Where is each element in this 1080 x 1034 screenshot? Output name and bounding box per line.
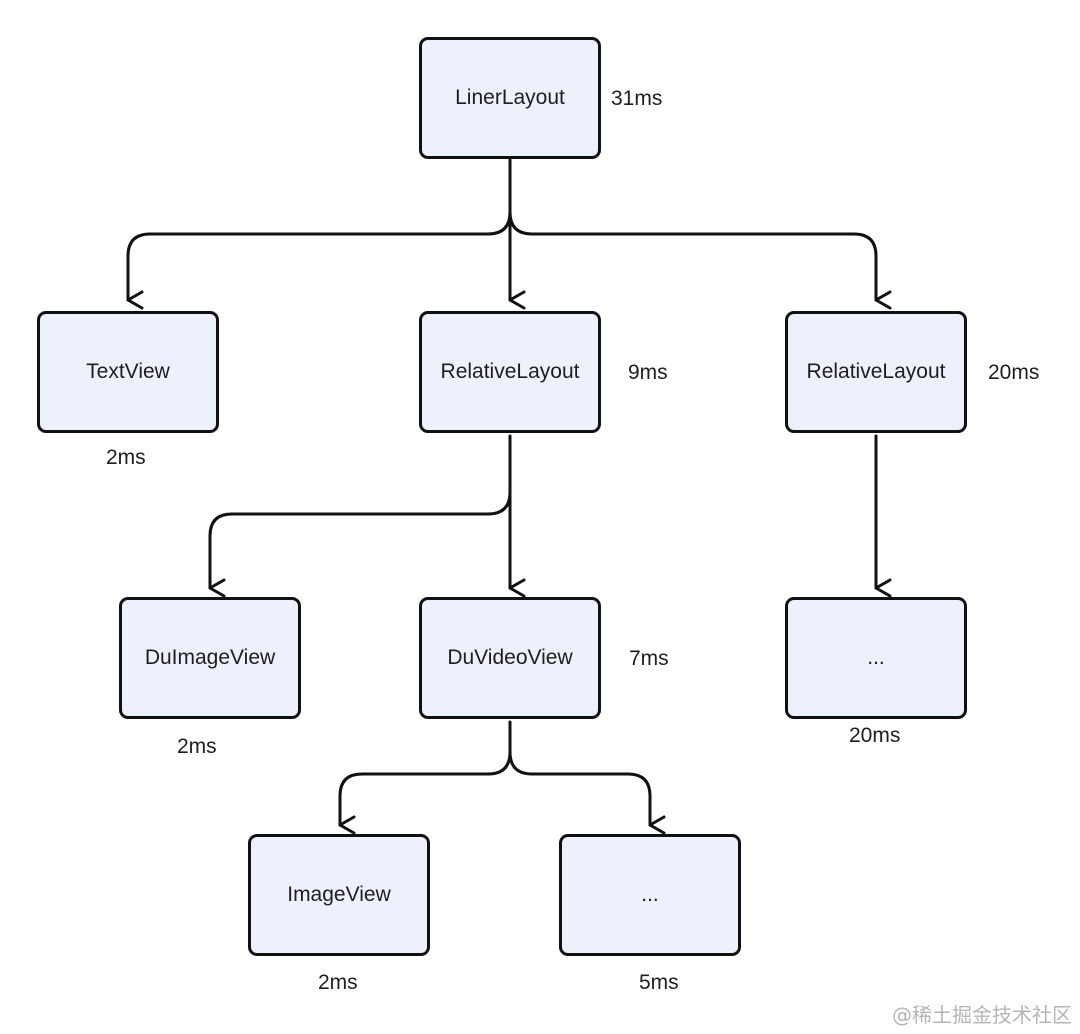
node-ellipsis-right: ...: [785, 597, 967, 719]
time-duimageview: 2ms: [177, 735, 217, 758]
time-textview: 2ms: [106, 446, 146, 469]
node-label: LinerLayout: [455, 86, 565, 109]
node-relativelayout-1: RelativeLayout: [419, 311, 601, 433]
node-label: ...: [867, 646, 885, 669]
edge-duvideoview-to-imageview: [338, 720, 512, 835]
time-relativelayout-2: 20ms: [988, 361, 1040, 384]
time-ellipsis-bottom: 5ms: [639, 971, 679, 994]
edge-relative1-to-duimageview: [208, 434, 512, 598]
time-imageview: 2ms: [318, 971, 358, 994]
edge-root-to-relative2: [508, 210, 892, 310]
watermark: @稀土掘金技术社区: [892, 1003, 1072, 1027]
edge-duvideoview-to-ellipsis: [508, 750, 666, 835]
node-label: RelativeLayout: [806, 360, 946, 383]
node-label: ImageView: [287, 883, 391, 906]
node-label: RelativeLayout: [440, 360, 580, 383]
time-relativelayout-1: 9ms: [628, 361, 668, 384]
node-ellipsis-bottom: ...: [559, 834, 741, 956]
edge-root-to-textview: [126, 158, 512, 310]
node-label: TextView: [86, 360, 170, 383]
node-imageview: ImageView: [248, 834, 430, 956]
node-duvideoview: DuVideoView: [419, 597, 601, 719]
node-textview: TextView: [37, 311, 219, 433]
node-label: DuImageView: [144, 646, 276, 669]
time-ellipsis-right: 20ms: [849, 724, 901, 747]
node-relativelayout-2: RelativeLayout: [785, 311, 967, 433]
time-duvideoview: 7ms: [629, 647, 669, 670]
node-label: ...: [641, 883, 659, 906]
node-label: DuVideoView: [447, 646, 573, 669]
time-linerlayout: 31ms: [611, 87, 663, 110]
node-duimageview: DuImageView: [119, 597, 301, 719]
node-linerlayout: LinerLayout: [419, 37, 601, 159]
